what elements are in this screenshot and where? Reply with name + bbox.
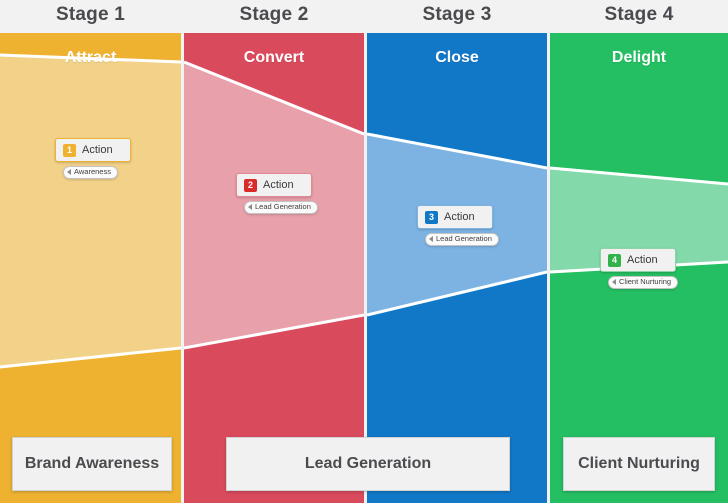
stage-header-2: Stage 2 (239, 4, 309, 25)
action-tag[interactable]: Lead Generation (244, 200, 318, 214)
action-number-badge: 3 (425, 210, 438, 224)
action-tag-row: Lead Generation (417, 229, 499, 247)
action-number-badge: 2 (244, 178, 257, 192)
chevron-left-icon (67, 169, 71, 175)
action-label: Action (263, 179, 294, 191)
chevron-left-icon (429, 236, 433, 242)
column-title-close: Close (435, 49, 479, 66)
stage-header-1: Stage 1 (56, 4, 125, 25)
action-tag-row: Awareness (55, 162, 131, 180)
action-tag[interactable]: Lead Generation (425, 232, 499, 246)
action-number-badge: 1 (63, 143, 76, 157)
funnel-column-close: Close (367, 33, 547, 503)
column-title-attract: Attract (64, 49, 117, 66)
funnel-column-convert: Convert (184, 33, 364, 503)
action-number-badge: 4 (608, 253, 621, 267)
outcome-box-client-nurturing[interactable]: Client Nurturing (563, 437, 715, 491)
outcome-label: Lead Generation (304, 455, 432, 472)
action-tag[interactable]: Client Nurturing (608, 275, 679, 289)
outcome-label: Client Nurturing (578, 455, 700, 472)
outcome-box-lead-generation[interactable]: Lead Generation (226, 437, 510, 491)
action-label: Action (82, 144, 113, 156)
action-tag[interactable]: Awareness (63, 165, 118, 179)
action-box-2[interactable]: 2 Action (236, 173, 312, 197)
chevron-left-icon (612, 279, 616, 285)
funnel-band-attract (0, 33, 181, 503)
action-box-3[interactable]: 3 Action (417, 205, 493, 229)
action-box-4[interactable]: 4 Action (600, 248, 676, 272)
action-tag-label: Awareness (74, 167, 111, 177)
stage-header-3: Stage 3 (422, 4, 492, 25)
funnel-band-convert (184, 33, 364, 503)
funnel-band-close (367, 33, 547, 503)
stage-header-4: Stage 4 (604, 4, 674, 25)
funnel-band-delight (550, 33, 728, 503)
column-title-convert: Convert (243, 49, 305, 66)
outcome-label: Brand Awareness (24, 455, 160, 472)
action-label: Action (627, 254, 658, 266)
action-tag-row: Lead Generation (236, 197, 318, 215)
column-title-delight: Delight (611, 49, 667, 66)
funnel-column-attract: Attract (0, 33, 181, 503)
outcome-box-brand-awareness[interactable]: Brand Awareness (12, 437, 172, 491)
stage-header-row (0, 0, 728, 30)
action-tag-label: Client Nurturing (619, 277, 672, 287)
action-tag-label: Lead Generation (436, 234, 492, 244)
action-tag-row: Client Nurturing (600, 272, 679, 290)
chevron-left-icon (248, 204, 252, 210)
action-box-1[interactable]: 1 Action (55, 138, 131, 162)
action-tag-label: Lead Generation (255, 202, 311, 212)
action-label: Action (444, 211, 475, 223)
